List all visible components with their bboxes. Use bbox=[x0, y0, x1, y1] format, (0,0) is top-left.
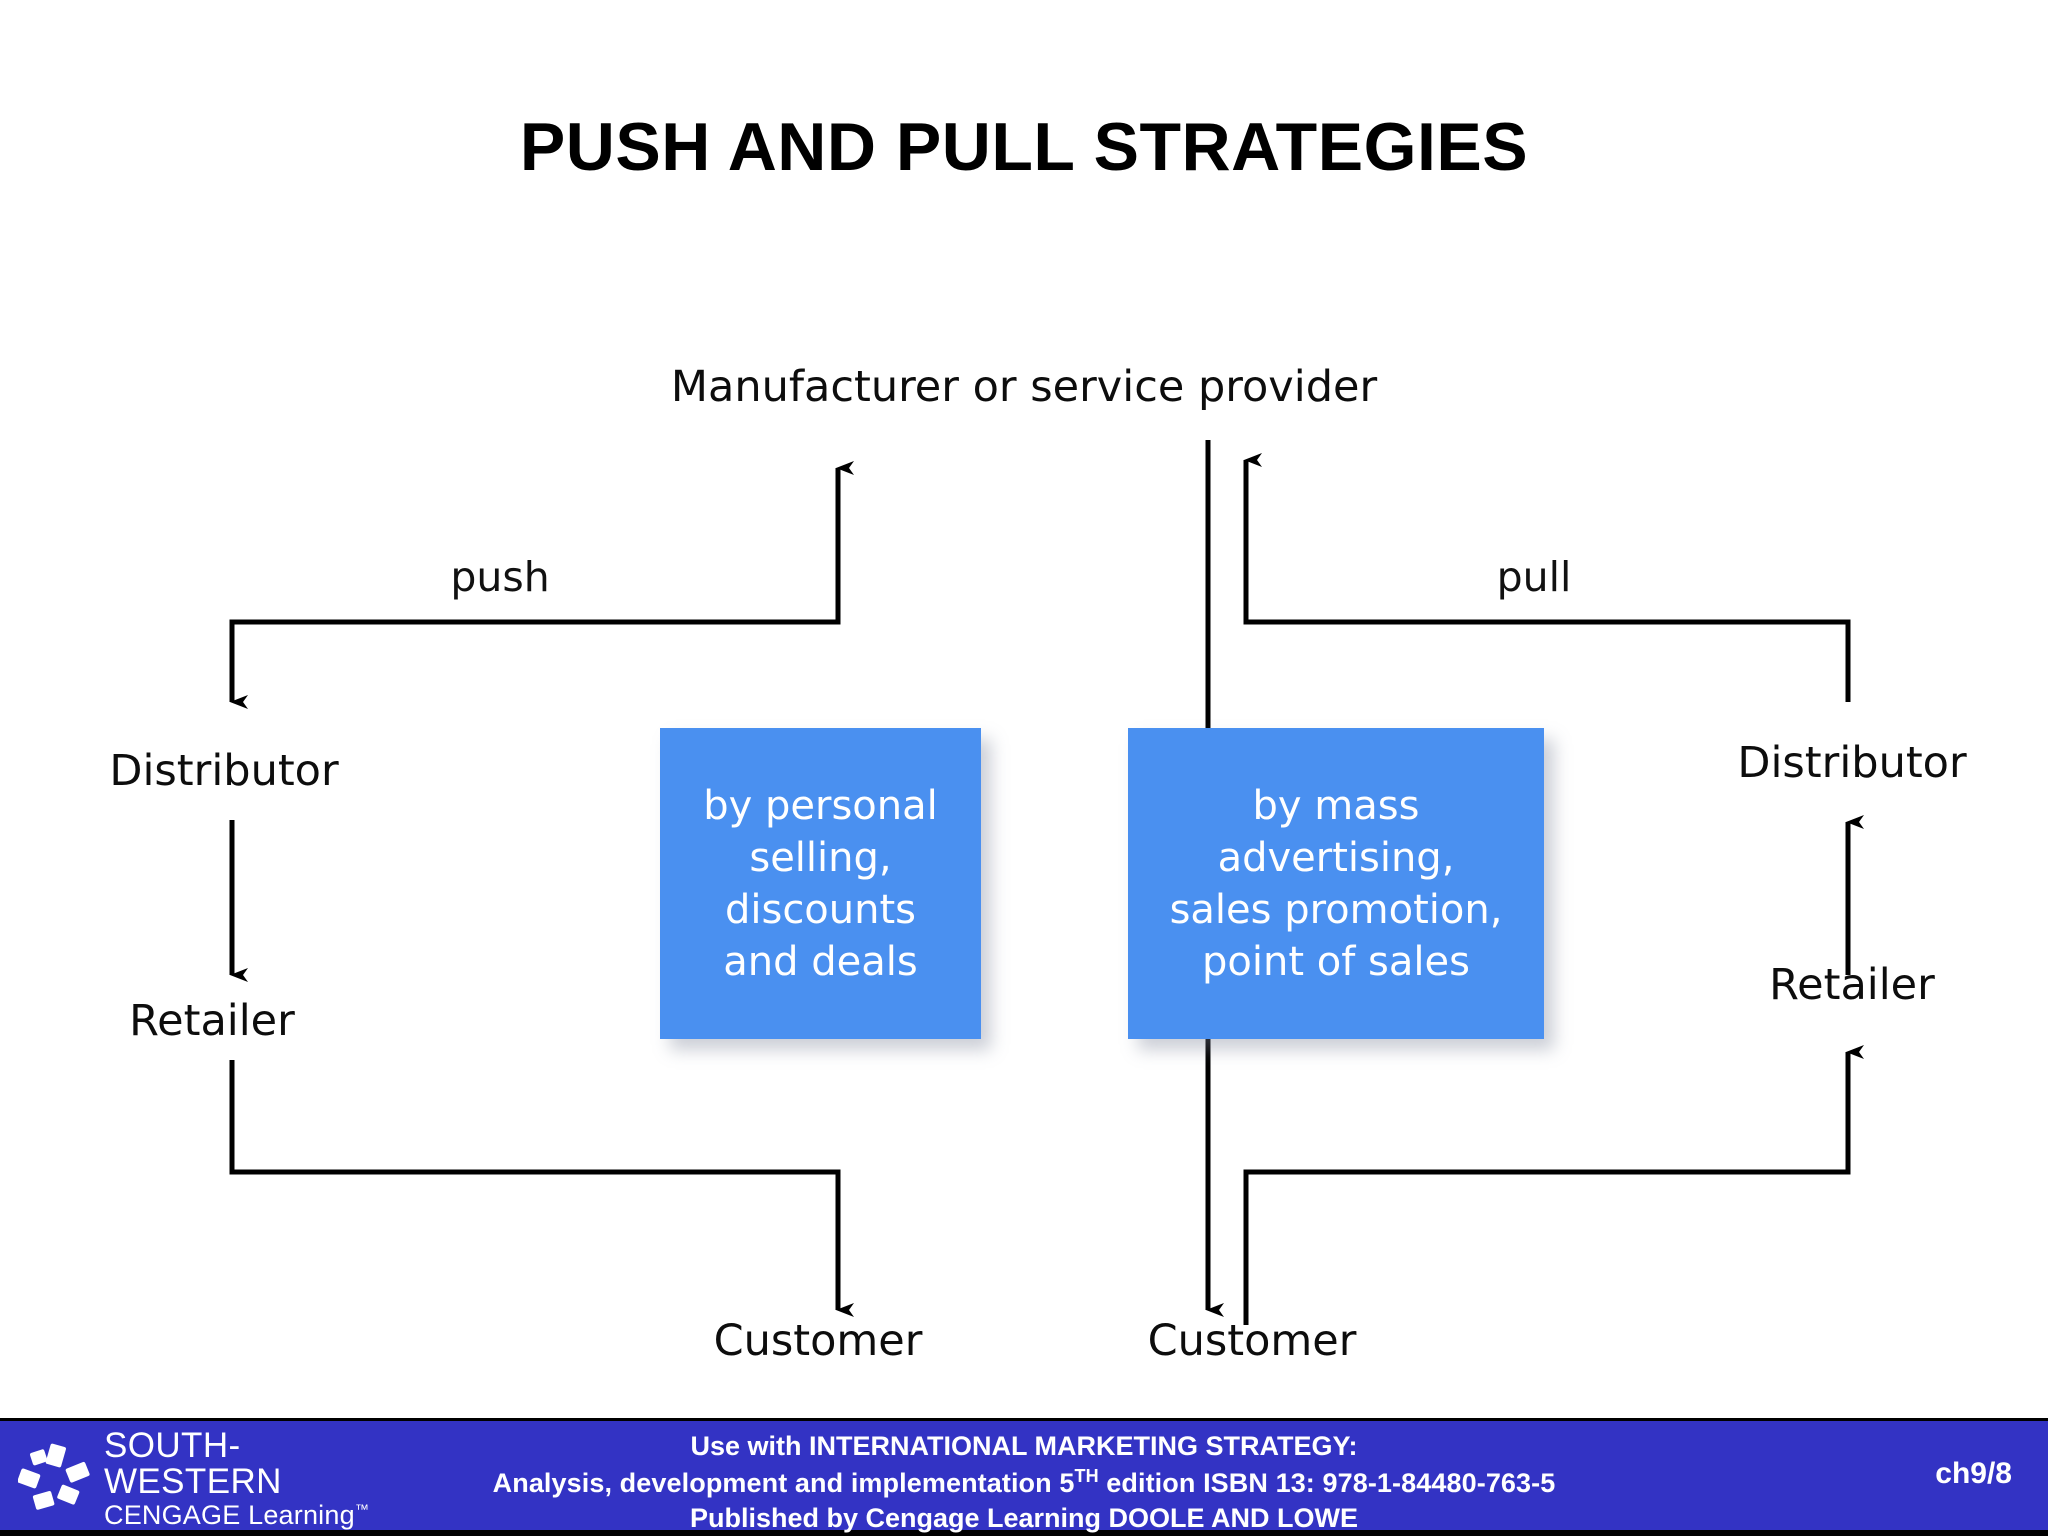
footer-bar: SOUTH-WESTERN CENGAGE Learning™ Use with… bbox=[0, 1418, 2048, 1536]
callout-push-text: by personal selling, discounts and deals bbox=[703, 782, 938, 985]
wire-push-retailer-to-customer bbox=[229, 1060, 854, 1317]
diagram-connectors bbox=[229, 440, 1864, 1325]
node-push-customer: Customer bbox=[713, 1316, 923, 1366]
credit-line-3: Published by Cengage Learning DOOLE AND … bbox=[689, 1503, 1359, 1534]
cengage-logo-text: SOUTH-WESTERN CENGAGE Learning™ bbox=[104, 1428, 418, 1530]
logo-brand: SOUTH-WESTERN bbox=[104, 1426, 282, 1501]
flow-label-pull: pull bbox=[1496, 553, 1572, 601]
node-pull-retailer: Retailer bbox=[1769, 960, 1935, 1010]
callout-pull-tactics: by mass advertising, sales promotion, po… bbox=[1128, 728, 1544, 1039]
node-push-distributor: Distributor bbox=[109, 746, 339, 796]
push-pull-diagram: Manufacturer or service provider push pu… bbox=[109, 362, 1967, 1366]
logo-sub: CENGAGE Learning™ bbox=[104, 1499, 370, 1530]
wire-pull-distributor-to-manufacturer bbox=[1243, 453, 1851, 702]
credit-line-1: Use with INTERNATIONAL MARKETING STRATEG… bbox=[690, 1431, 1358, 1461]
node-pull-distributor: Distributor bbox=[1737, 738, 1967, 788]
node-push-retailer: Retailer bbox=[129, 996, 295, 1046]
wire-pull-customer-to-retailer bbox=[1243, 1045, 1864, 1325]
callout-pull-text: by mass advertising, sales promotion, po… bbox=[1169, 782, 1503, 985]
node-manufacturer: Manufacturer or service provider bbox=[670, 362, 1378, 412]
chapter-marker: ch9/8 bbox=[1935, 1457, 2012, 1490]
footer-credit: Use with INTERNATIONAL MARKETING STRATEG… bbox=[0, 1429, 2048, 1537]
flow-label-push: push bbox=[450, 553, 550, 601]
wire-push-manufacturer-to-distributor bbox=[229, 461, 854, 709]
cengage-logo: SOUTH-WESTERN CENGAGE Learning™ bbox=[17, 1428, 418, 1530]
page-title: PUSH AND PULL STRATEGIES bbox=[519, 109, 1529, 185]
node-pull-customer: Customer bbox=[1147, 1316, 1357, 1366]
credit-line-2: Analysis, development and implementation… bbox=[492, 1465, 1556, 1498]
callout-push-tactics: by personal selling, discounts and deals bbox=[660, 728, 981, 1039]
cengage-burst-icon bbox=[17, 1443, 90, 1515]
